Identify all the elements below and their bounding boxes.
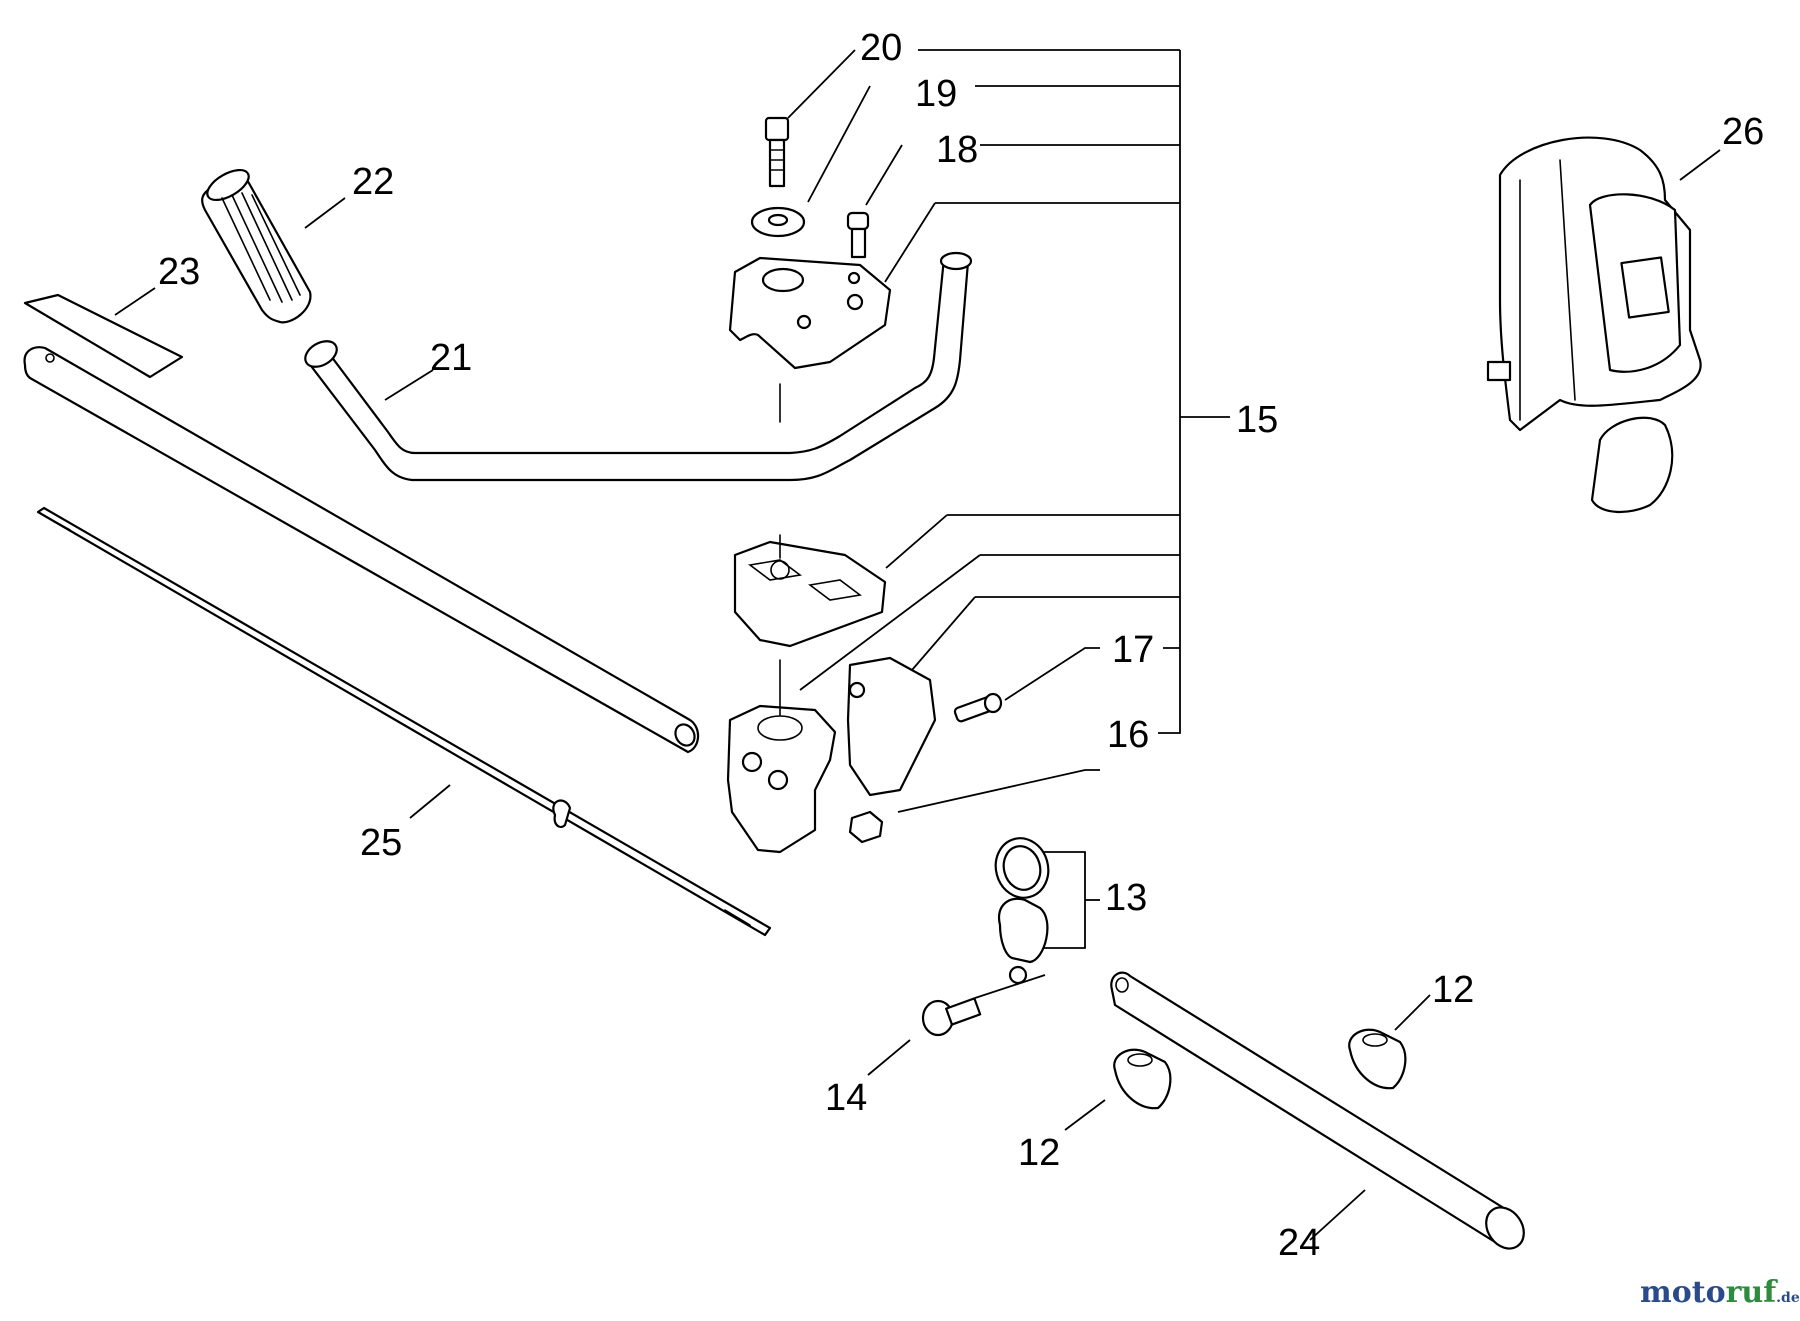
hanger-13 xyxy=(994,837,1050,985)
label-strip-23 xyxy=(23,293,184,379)
callout-12-left: 12 xyxy=(1018,1132,1060,1174)
watermark-moto: moto xyxy=(1640,1275,1726,1310)
watermark-de: .de xyxy=(1776,1290,1800,1306)
leader-lines xyxy=(114,49,1721,1241)
callout-19: 19 xyxy=(915,73,957,115)
callout-15: 15 xyxy=(1236,399,1278,441)
bolt-20 xyxy=(764,116,790,188)
main-tube xyxy=(23,346,700,754)
motoruf-watermark: motoruf.de xyxy=(1640,1275,1800,1310)
upper-handle-clamp xyxy=(728,256,892,370)
clip-12-left xyxy=(1113,1048,1172,1110)
drive-shaft-25 xyxy=(36,506,772,937)
watermark-ruf: ruf xyxy=(1726,1275,1779,1310)
callout-13: 13 xyxy=(1105,877,1147,919)
lower-clamp-top-half xyxy=(733,534,887,648)
bolt-17 xyxy=(953,692,1003,723)
lower-clamp-side-piece xyxy=(846,656,937,797)
callout-18: 18 xyxy=(936,129,978,171)
callout-12-right: 12 xyxy=(1432,969,1474,1011)
callout-24: 24 xyxy=(1278,1222,1320,1264)
callout-25: 25 xyxy=(360,822,402,864)
callout-labels: 20 19 18 15 17 16 13 14 12 12 24 25 21 2… xyxy=(158,27,1764,1264)
grip-22 xyxy=(201,168,312,324)
washer-19 xyxy=(750,206,806,238)
callout-21: 21 xyxy=(430,337,472,379)
tube-24 xyxy=(1110,971,1525,1250)
handlebar-21 xyxy=(304,251,973,482)
callout-17: 17 xyxy=(1112,629,1154,671)
clip-12-right xyxy=(1348,1028,1407,1090)
bolt-14 xyxy=(921,997,982,1037)
callout-23: 23 xyxy=(158,251,200,293)
group-15-bracket xyxy=(918,49,1230,734)
screw-18 xyxy=(846,211,870,259)
lower-clamp-base xyxy=(726,659,837,854)
callout-16: 16 xyxy=(1107,714,1149,756)
callout-22: 22 xyxy=(352,161,394,203)
callout-26: 26 xyxy=(1722,111,1764,153)
svg-text:motoruf.de: motoruf.de xyxy=(1640,1275,1800,1310)
callout-20: 20 xyxy=(860,27,902,69)
callout-14: 14 xyxy=(825,1077,867,1119)
nut-16 xyxy=(848,810,884,844)
harness-26 xyxy=(1486,136,1702,514)
